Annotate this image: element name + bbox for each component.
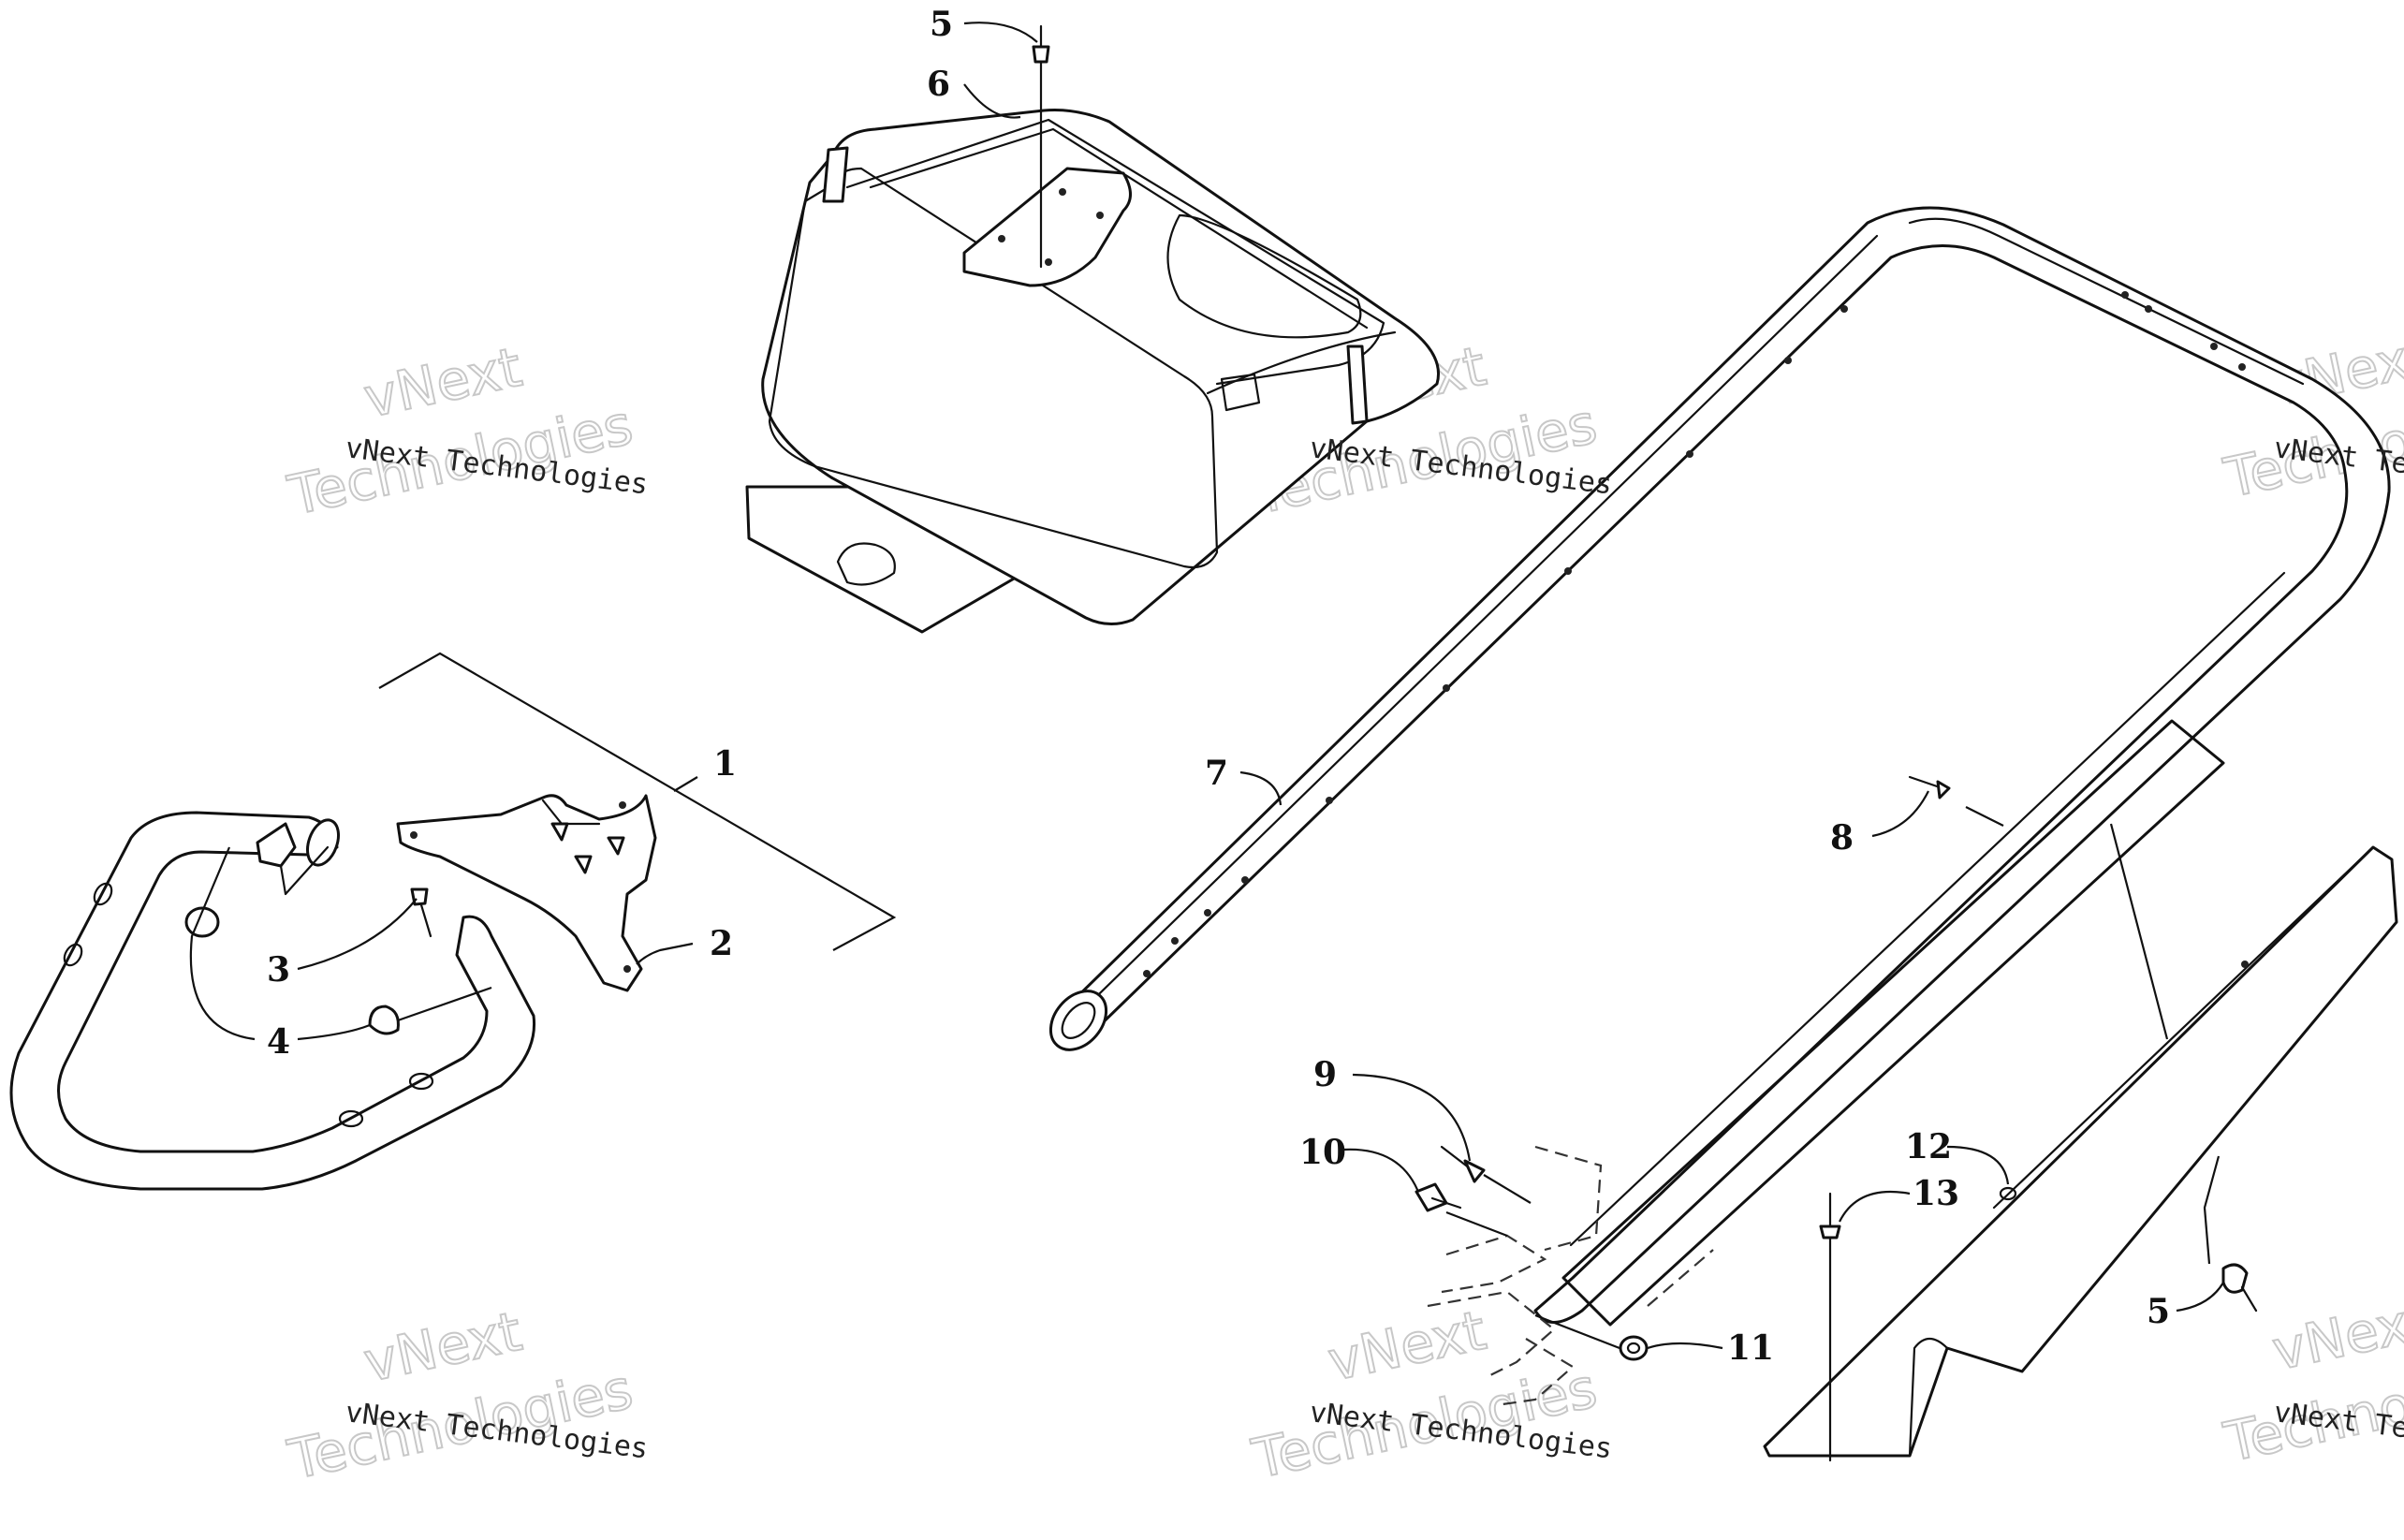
storage-bag-part	[745, 24, 1440, 634]
watermark-outline-top: vNext	[1323, 1298, 1491, 1394]
callout-13: 13	[1913, 1174, 1959, 1213]
callout-1: 1	[713, 744, 737, 784]
callout-6: 6	[927, 65, 950, 104]
watermark-outline-top: vNext	[2267, 1287, 2404, 1383]
frame-tube-part	[1048, 206, 2391, 1327]
watermark-outline-top: vNext	[359, 335, 527, 431]
hardware-part	[1415, 775, 2258, 1462]
callout-11: 11	[1727, 1328, 1774, 1368]
callout-labels: 1 2 3 4 5 6 7 8 9 10 11 12 13 5	[267, 5, 2170, 1368]
callout-10: 10	[1299, 1133, 1346, 1172]
callout-7: 7	[1205, 754, 1228, 793]
callout-3: 3	[267, 950, 290, 990]
watermark-labels: vNext Technologies vNext Technologies vN…	[344, 432, 2404, 1465]
callout-5-lower: 5	[2147, 1292, 2170, 1331]
callout-4: 4	[267, 1022, 290, 1062]
callout-9: 9	[1313, 1055, 1337, 1094]
callout-2: 2	[710, 924, 733, 963]
rail-part	[1763, 845, 2398, 1458]
callout-12: 12	[1905, 1127, 1952, 1166]
callout-8: 8	[1830, 818, 1854, 858]
bumper-assembly-part	[9, 794, 657, 1191]
leader-lines	[189, 22, 2224, 1350]
callout-5-top: 5	[930, 5, 953, 44]
watermark-outline-top: vNext	[359, 1299, 527, 1395]
